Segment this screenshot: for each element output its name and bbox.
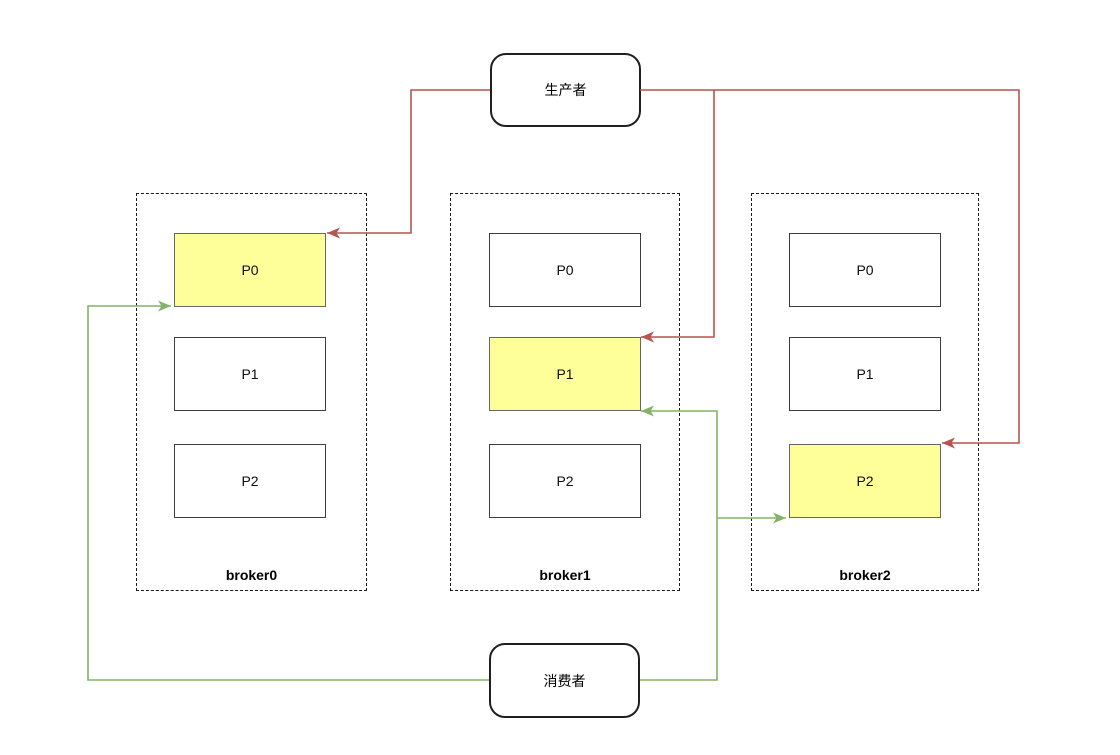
broker1-label: broker1 [539, 567, 591, 583]
producer-node: 生产者 [490, 53, 641, 127]
consumer-label: 消费者 [543, 672, 586, 689]
broker2-container: P0 P1 P2 broker2 [751, 193, 979, 591]
broker0-partition-p2: P2 [174, 444, 326, 518]
broker2-label: broker2 [839, 567, 891, 583]
partition-label: P1 [241, 366, 259, 382]
partition-label: P2 [556, 473, 574, 489]
partition-label: P1 [856, 366, 874, 382]
producer-label: 生产者 [544, 82, 587, 98]
broker0-partition-p1: P1 [174, 337, 326, 411]
broker2-partition-p1: P1 [789, 337, 941, 411]
partition-label: P2 [856, 473, 874, 489]
partition-label: P0 [856, 262, 874, 278]
broker1-partition-p0: P0 [489, 233, 641, 307]
partition-label: P0 [556, 262, 574, 278]
broker0-label: broker0 [225, 567, 278, 583]
broker2-partition-p0: P0 [789, 233, 941, 307]
broker0-container: P0 P1 P2 broker0 [136, 193, 367, 591]
broker1-partition-p2: P2 [489, 444, 641, 518]
partition-label: P2 [241, 473, 259, 489]
broker2-partition-p2: P2 [789, 444, 941, 518]
broker0-partition-p0: P0 [174, 233, 326, 307]
broker1-container: P0 P1 P2 broker1 [450, 193, 680, 591]
partition-label: P1 [556, 366, 574, 382]
consumer-node: 消费者 [489, 643, 640, 718]
broker1-partition-p1: P1 [489, 337, 641, 411]
partition-label: P0 [241, 262, 259, 278]
